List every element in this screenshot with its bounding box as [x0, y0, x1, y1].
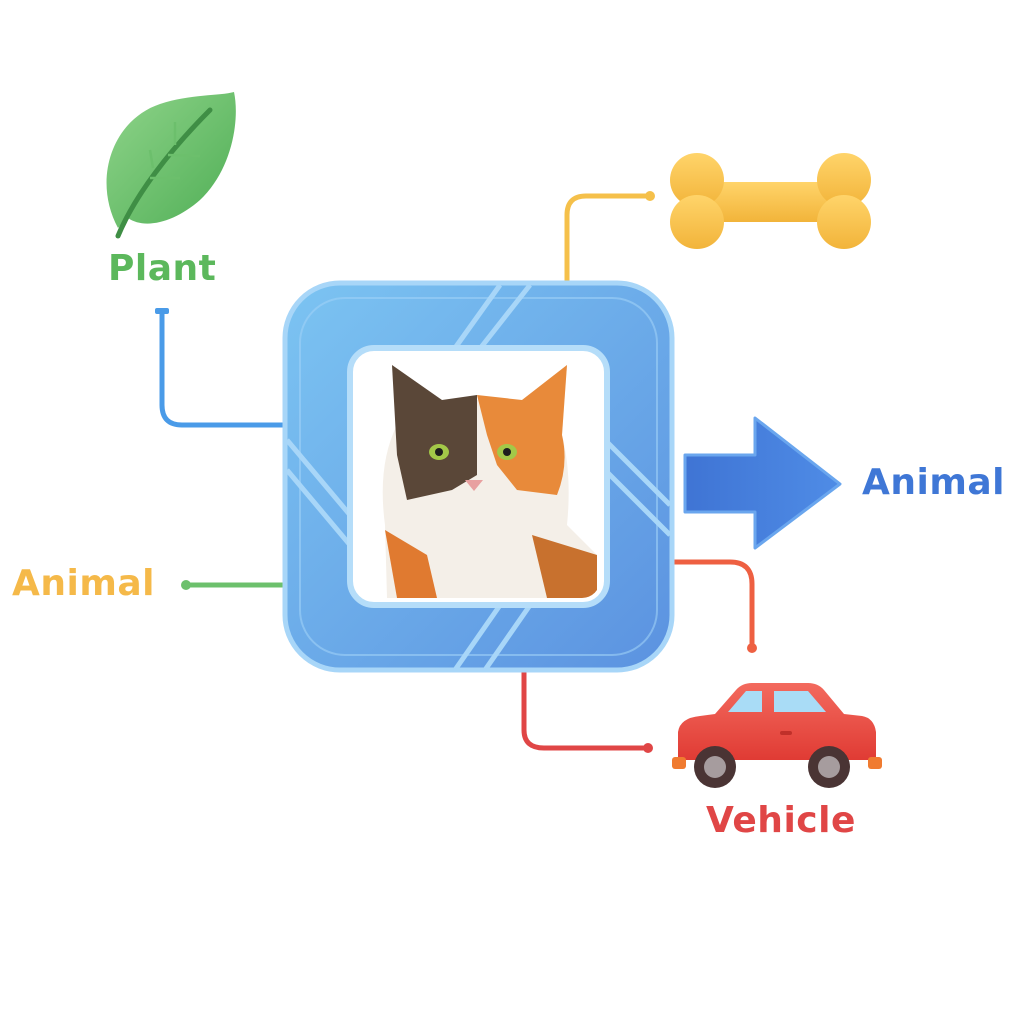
vehicle-connector-top — [665, 559, 757, 653]
bone-icon — [670, 153, 871, 249]
animal-output-label: Animal — [862, 462, 1005, 503]
plant-connector — [155, 308, 293, 428]
plant-label: Plant — [108, 248, 217, 289]
car-icon — [672, 683, 882, 788]
vehicle-connector-bottom — [521, 669, 653, 753]
arrow-right-icon — [683, 416, 842, 550]
animal-left-label: Animal — [12, 563, 155, 604]
leaf-icon — [106, 92, 236, 239]
animal-left-connector — [181, 580, 288, 590]
cat-photo — [357, 355, 600, 598]
bone-connector — [564, 191, 655, 288]
vehicle-label: Vehicle — [706, 800, 856, 841]
